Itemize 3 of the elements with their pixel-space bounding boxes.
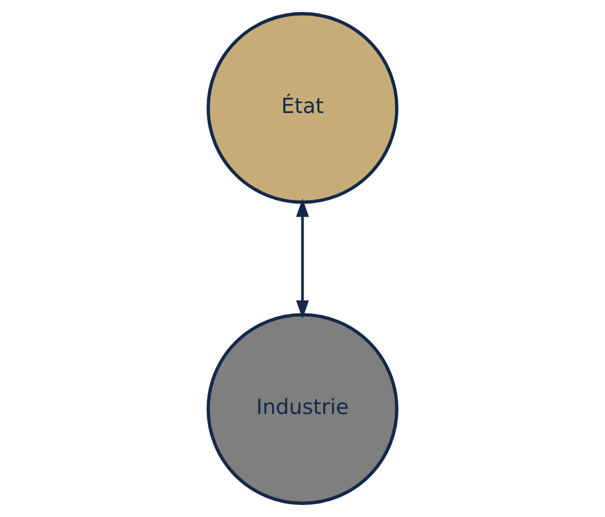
arrow (296, 198, 309, 319)
node-circle: Industrie (206, 313, 398, 505)
node-circle: État (206, 12, 398, 204)
